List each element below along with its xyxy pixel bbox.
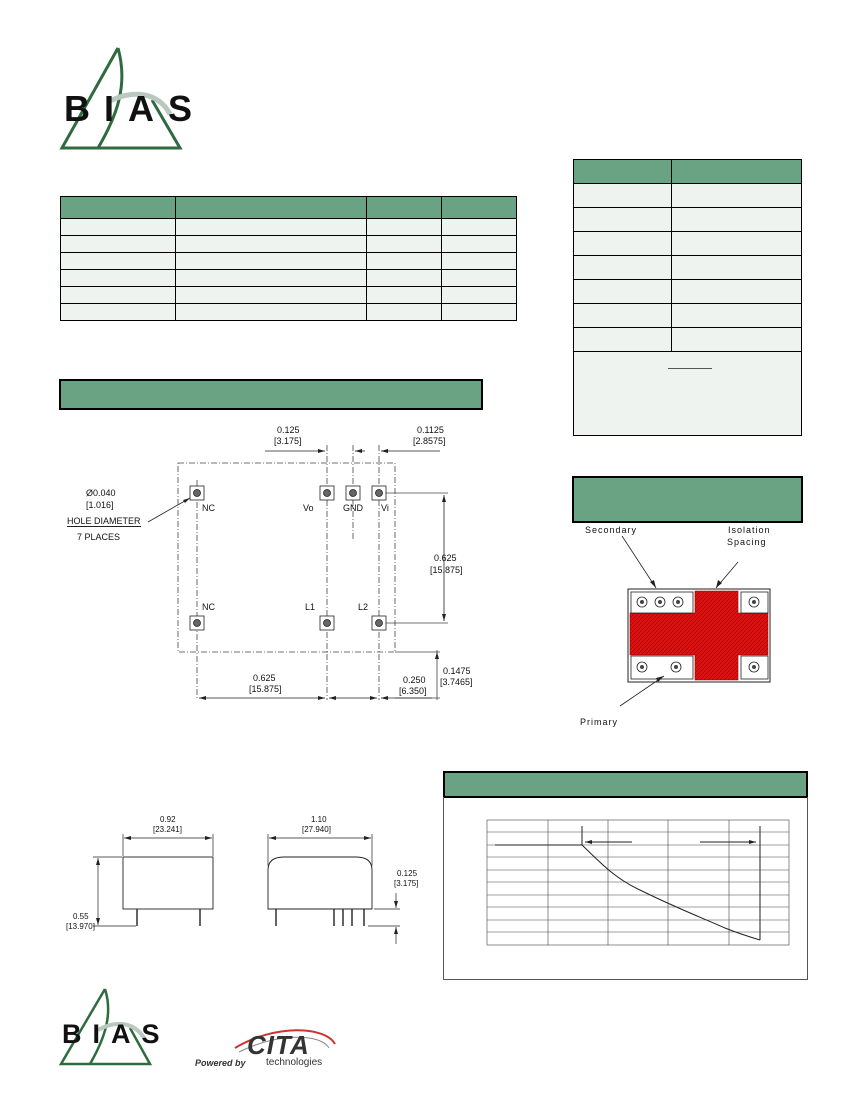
logo-triangle-icon <box>59 47 183 150</box>
side-dim-pin: 0.125 <box>397 869 418 878</box>
pin-label-vi: Vi <box>381 503 389 513</box>
derating-chart <box>486 819 790 946</box>
dim-0625v-mm: [15.875] <box>430 565 463 575</box>
footer-logo-text: BIAS <box>62 1019 171 1049</box>
pin-label-nc-bottom: NC <box>202 602 215 612</box>
dim-01125: 0.1125 <box>417 425 444 435</box>
pin-label-l2: L2 <box>358 602 369 612</box>
mechanical-section-header <box>59 379 483 410</box>
bias-logo: BIAS <box>58 44 192 154</box>
dim-0625v: 0.625 <box>434 553 457 563</box>
pin-label-vo: Vo <box>303 503 314 513</box>
dim-01475-mm: [3.7465] <box>440 677 473 687</box>
hole-dia-mm: [1.016] <box>86 500 114 510</box>
side-dim-height-mm: [13.970] <box>66 922 95 931</box>
dim-0625h: 0.625 <box>253 673 276 683</box>
dim-01475: 0.1475 <box>443 666 471 676</box>
dim-0250: 0.250 <box>403 675 426 685</box>
pin-label-gnd: GND <box>343 503 363 513</box>
note-rule <box>668 368 712 369</box>
isolation-label-isolation: Isolation <box>728 525 771 535</box>
dim-0250-mm: [6.350] <box>399 686 427 696</box>
logo-text: BIAS <box>64 88 207 129</box>
side-dim-width: 0.92 <box>160 815 176 824</box>
cita-technologies-text: technologies <box>266 1057 323 1068</box>
hole-dia: Ø0.040 <box>86 488 116 498</box>
cita-swoosh-icon <box>234 1029 336 1053</box>
pin-label-l1: L1 <box>305 602 316 612</box>
powered-by-text: Powered by <box>195 1058 246 1068</box>
pin-label-nc-top: NC <box>202 503 215 513</box>
footer-bias-logo: BIAS <box>58 986 160 1068</box>
derating-panel <box>443 797 808 980</box>
hole-label: HOLE DIAMETER <box>67 516 141 527</box>
pin-pads <box>189 485 387 631</box>
dim-01125-mm: [2.8575] <box>413 436 446 446</box>
side-dim-width-mm: [23.241] <box>153 825 182 834</box>
spec-table-right <box>573 159 802 436</box>
side-dim-height: 0.55 <box>73 912 89 921</box>
side-view-drawings <box>93 834 400 944</box>
hole-count: 7 PLACES <box>77 532 121 542</box>
dim-0125-mm: [3.175] <box>274 436 302 446</box>
cita-brand-text: CITA <box>247 1030 310 1060</box>
isolation-diagram <box>619 535 771 707</box>
isolation-label-spacing: Spacing <box>727 537 767 547</box>
side-dim-length-mm: [27.940] <box>302 825 331 834</box>
cita-logo: Powered by CITA technologies <box>195 1022 345 1072</box>
isolation-label-primary: Primary <box>580 717 618 727</box>
isolation-label-secondary: Secondary <box>585 525 638 535</box>
side-dim-pin-mm: [3.175] <box>394 879 419 888</box>
derating-section-header <box>443 771 808 798</box>
footer-logo-triangle-icon <box>58 988 153 1066</box>
spec-table-left <box>60 196 517 321</box>
dim-0125: 0.125 <box>277 425 300 435</box>
dim-0625h-mm: [15.875] <box>249 684 282 694</box>
isolation-section-header <box>572 476 803 523</box>
side-dim-length: 1.10 <box>311 815 327 824</box>
mechanical-drawing <box>147 445 448 700</box>
